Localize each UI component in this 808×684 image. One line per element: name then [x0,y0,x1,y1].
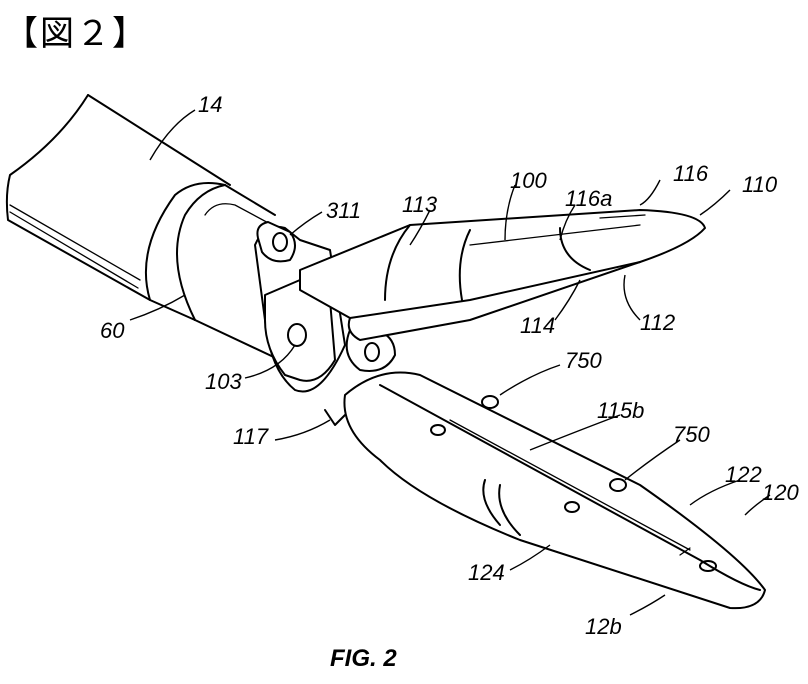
label-115b: 115b [597,398,644,423]
label-114: 114 [520,313,555,338]
label-12b: 12b [585,614,622,639]
figure-caption: FIG. 2 [330,645,397,673]
shaft-tube [7,95,300,360]
label-103: 103 [205,369,242,394]
label-311: 311 [326,198,361,223]
label-122: 122 [725,462,762,487]
label-100: 100 [510,168,547,193]
label-110: 110 [742,172,778,197]
label-112: 112 [640,310,675,335]
label-14: 14 [198,92,222,117]
label-60: 60 [100,318,125,343]
label-117: 117 [233,424,269,449]
label-113: 113 [402,192,438,217]
label-120: 120 [762,480,799,505]
hole-750 [482,396,498,408]
label-116a: 116a [565,186,612,211]
label-116: 116 [673,161,709,186]
label-124: 124 [468,560,505,585]
pin-117 [325,410,345,425]
label-750-upper: 750 [565,348,602,373]
label-750-lower: 750 [673,422,710,447]
lower-jaw [344,373,765,609]
